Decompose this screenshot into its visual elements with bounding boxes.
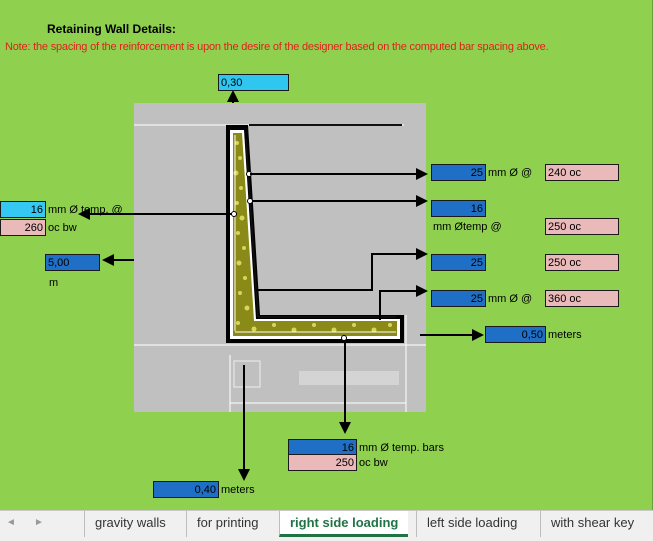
retaining-wall-section [134, 124, 426, 412]
tab-gravity-walls[interactable]: gravity walls [84, 511, 176, 537]
wall-height-field[interactable]: 5,00 [45, 254, 100, 271]
tab-for-printing[interactable]: for printing [186, 511, 268, 537]
designer-note: Note: the spacing of the reinforcement i… [5, 41, 549, 53]
heel-bar-diameter-field[interactable]: 25 [431, 290, 486, 307]
leader-lines [78, 90, 484, 481]
bottom-temp-spacing-field[interactable]: 250 [288, 454, 357, 471]
sheet-tab-bar: ◄ ► gravity walls for printing right sid… [0, 510, 653, 541]
main-bar-label: mm Ø @ [488, 167, 533, 179]
wall-height-unit: m [49, 277, 59, 289]
bar3-spacing-field[interactable]: 250 oc [545, 254, 619, 271]
tab-left-side-loading[interactable]: left side loading [416, 511, 527, 537]
heel-bar-label: mm Ø @ [488, 293, 533, 305]
left-temp-spacing-label: oc bw [48, 222, 77, 234]
main-bar-spacing-field[interactable]: 240 oc [545, 164, 619, 181]
tab-right-side-loading[interactable]: right side loading [279, 511, 409, 537]
prev-sheet-icon[interactable]: ◄ [6, 517, 16, 528]
toe-width-unit: meters [221, 484, 255, 496]
left-temp-label: mm Ø temp. @ [48, 204, 123, 216]
bottom-temp-label: mm Ø temp. bars [359, 442, 444, 454]
tab-with-shear-key[interactable]: with shear key [540, 511, 644, 537]
temp-bar-spacing-field[interactable]: 250 oc [545, 218, 619, 235]
left-temp-spacing-field[interactable]: 260 [0, 219, 46, 236]
bottom-temp-spacing-label: oc bw [359, 457, 388, 469]
temp-bar-diameter-field[interactable]: 16 [431, 200, 486, 217]
heel-bar-spacing-field[interactable]: 360 oc [545, 290, 619, 307]
base-thickness-unit: meters [548, 329, 582, 341]
next-sheet-icon[interactable]: ► [34, 517, 44, 528]
main-bar-diameter-field[interactable]: 25 [431, 164, 486, 181]
toe-width-field[interactable]: 0,40 [153, 481, 219, 498]
bar3-diameter-field[interactable]: 25 [431, 254, 486, 271]
temp-bar-label: mm Øtemp @ [433, 221, 502, 233]
base-thickness-field[interactable]: 0,50 [485, 326, 546, 343]
wall-drawing [134, 103, 426, 412]
page-title: Retaining Wall Details: [47, 22, 176, 36]
left-temp-diameter-field[interactable]: 16 [0, 201, 46, 218]
top-thickness-field[interactable]: 0,30 [218, 74, 289, 91]
